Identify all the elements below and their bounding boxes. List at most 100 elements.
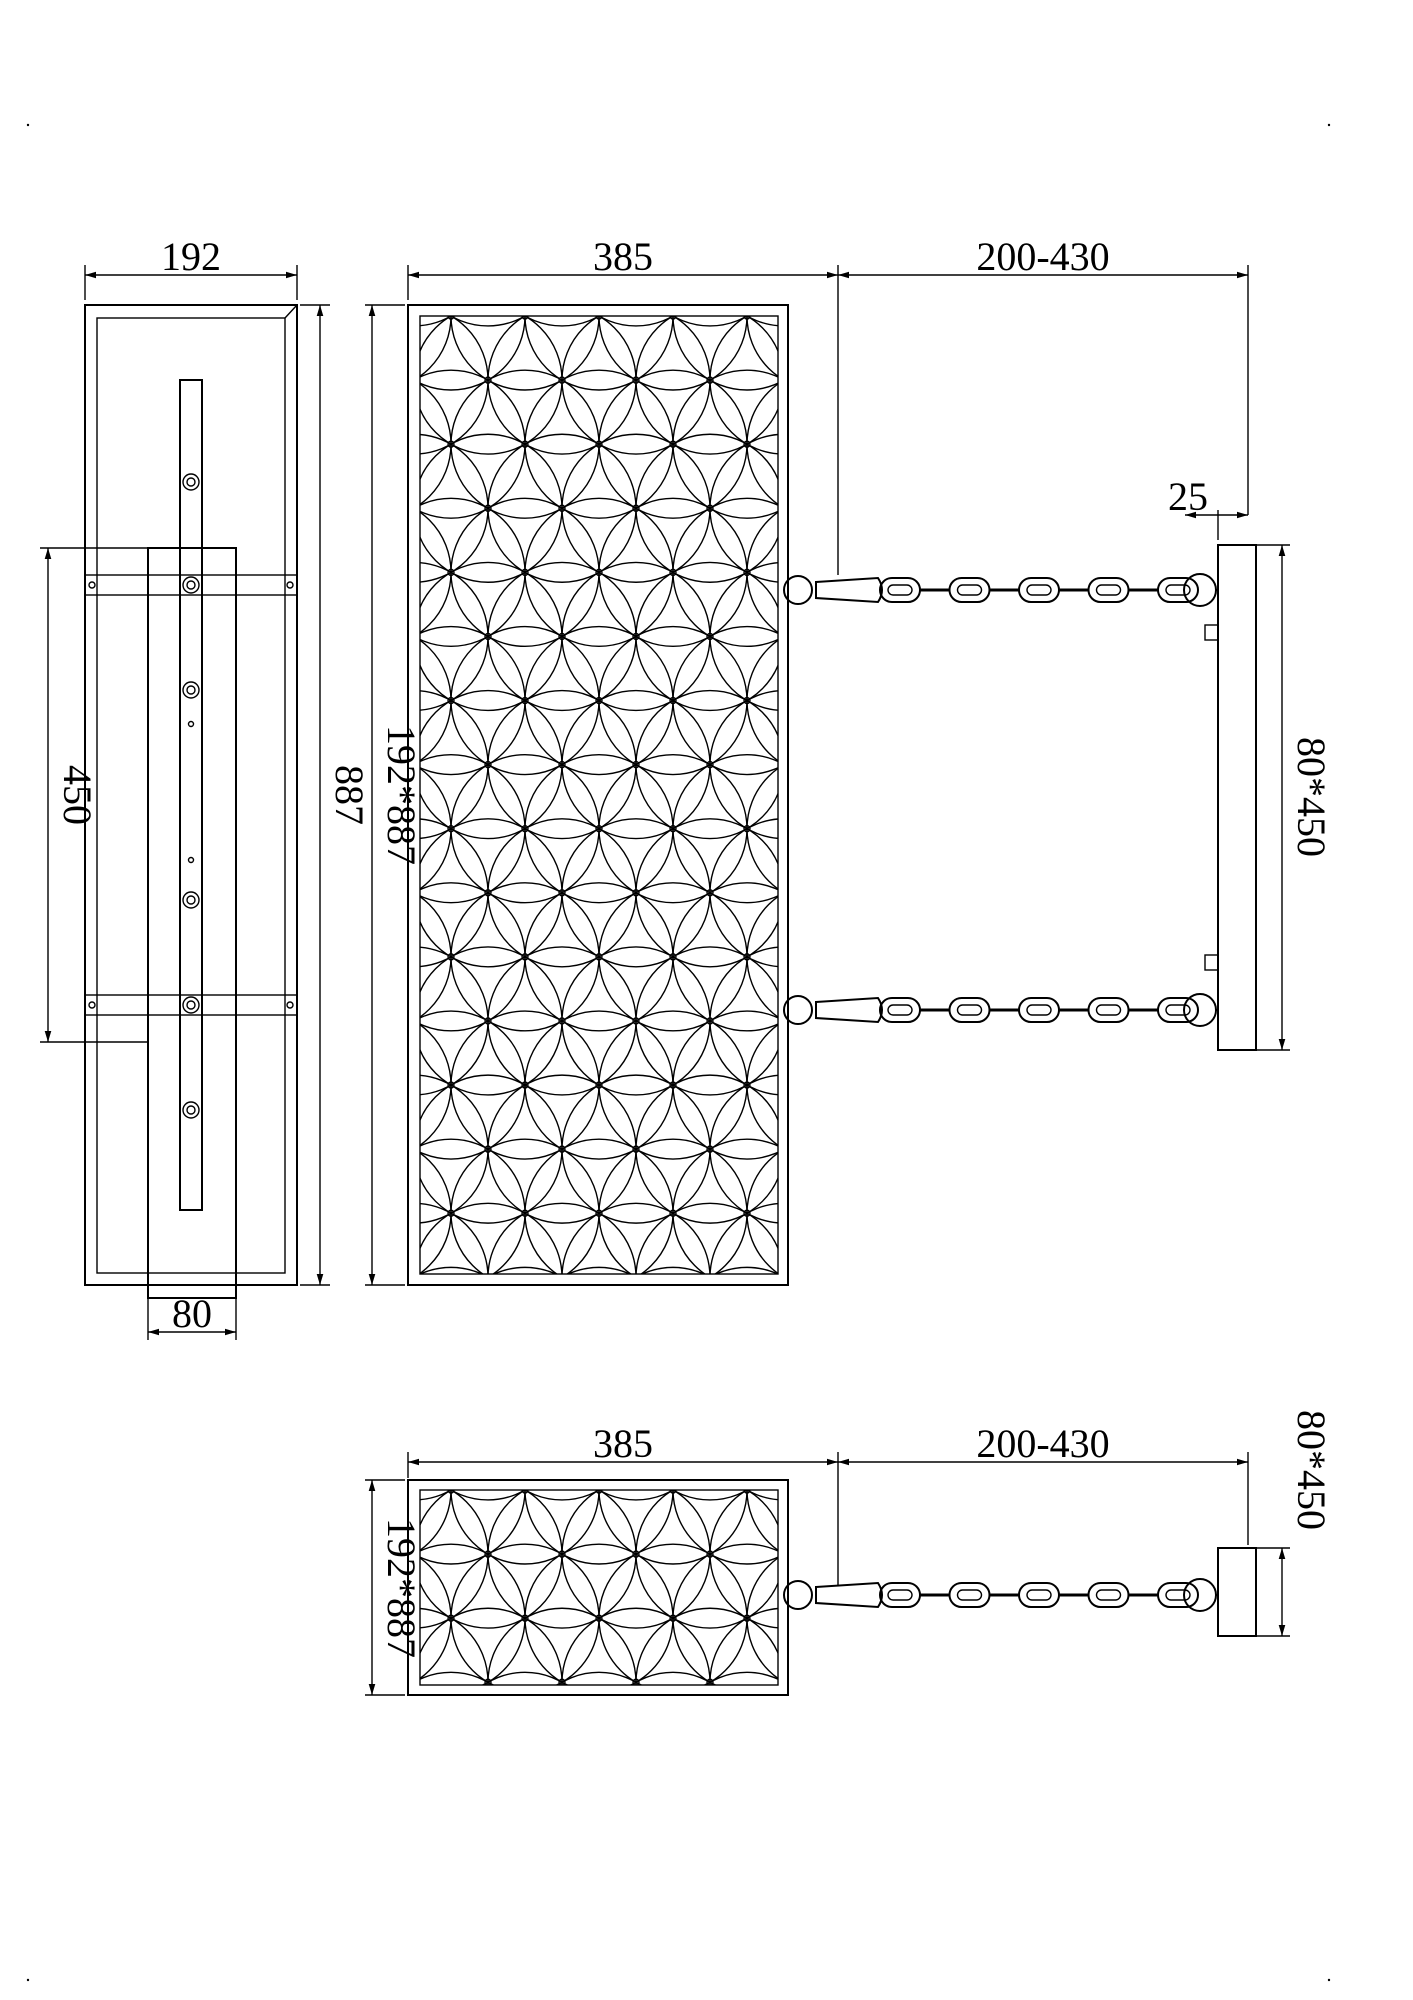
pattern-node	[707, 249, 713, 255]
pattern-node	[374, 313, 380, 319]
pattern-circle	[746, 767, 778, 890]
pattern-circle	[709, 1490, 778, 1629]
pattern-node	[781, 505, 787, 511]
pattern-node	[818, 185, 824, 191]
chain-hook	[815, 996, 883, 1024]
pattern-node	[818, 954, 824, 960]
pattern-node	[744, 1743, 750, 1749]
pattern-node	[818, 1743, 824, 1749]
pattern-node	[411, 1402, 417, 1408]
pattern-circle	[672, 1490, 778, 1565]
side-view-outer-frame	[84, 304, 298, 1286]
pattern-circle	[671, 1490, 749, 1501]
pattern-circle	[561, 1202, 711, 1274]
top-view: 385 200-430 192*887 80*450	[365, 1288, 1334, 1884]
pattern-circle	[709, 946, 778, 1096]
pattern-node	[781, 762, 787, 768]
pattern-circle	[420, 1074, 489, 1224]
pattern-circle	[709, 433, 778, 583]
chain-link	[879, 577, 921, 603]
side-view-upper-bracket	[84, 574, 298, 596]
pattern-circle	[673, 1288, 821, 1436]
side-view-inner-frame	[96, 317, 286, 1274]
pattern-node	[374, 1338, 380, 1344]
pattern-circle	[420, 383, 452, 506]
pattern-circle	[746, 1557, 778, 1680]
pattern-circle	[420, 316, 489, 455]
pattern-node	[818, 698, 824, 704]
pattern-circle	[420, 1152, 452, 1274]
pattern-node	[411, 1423, 417, 1429]
dim-mount-size: 80*450	[1289, 737, 1334, 857]
chain-link	[879, 1582, 921, 1608]
pattern-circle	[709, 1074, 778, 1224]
chains	[783, 573, 1218, 1027]
pattern-node	[781, 377, 787, 383]
pattern-node	[374, 569, 380, 575]
pattern-node	[707, 1402, 713, 1408]
pattern-node	[374, 1210, 380, 1216]
pattern-circle	[636, 1736, 784, 1884]
pattern-node	[411, 377, 417, 383]
pattern-node	[744, 185, 750, 191]
pattern-node	[374, 185, 380, 191]
corner-marks	[26, 123, 1331, 1982]
pattern-circle	[710, 1736, 858, 1884]
pattern-node	[670, 1338, 676, 1344]
pattern-node	[596, 1359, 602, 1365]
flower-of-life-pattern	[374, 1288, 895, 1884]
pattern-circle	[420, 561, 489, 711]
pattern-node	[374, 1359, 380, 1365]
pattern-circle	[524, 316, 674, 391]
dim-offset: 25	[1168, 474, 1208, 519]
pattern-circle	[450, 1490, 600, 1565]
front-view-outer-frame	[407, 304, 789, 1286]
top-view-wall-mount	[1217, 1547, 1257, 1637]
flower-of-life-pattern	[303, 114, 824, 1415]
pattern-circle	[377, 114, 525, 262]
pattern-node	[670, 1359, 676, 1365]
pattern-circle	[709, 1202, 778, 1274]
pattern-node	[559, 1402, 565, 1408]
pattern-node	[596, 185, 602, 191]
chains	[783, 1578, 1218, 1612]
pattern-circle	[420, 433, 489, 583]
front-view: 385 200-430 192*887 25 80*450	[303, 114, 1334, 1415]
side-view-mount-plate	[147, 547, 237, 1299]
pattern-node	[411, 249, 417, 255]
dim-side-height: 887	[327, 765, 372, 825]
pattern-circle	[451, 114, 599, 262]
pattern-node	[411, 505, 417, 511]
pattern-node	[708, 1273, 712, 1274]
pattern-node	[818, 826, 824, 832]
pattern-circle	[420, 1490, 526, 1565]
top-view-inner-frame	[419, 1489, 779, 1686]
pattern-circle	[414, 1736, 562, 1884]
pattern-circle	[420, 767, 452, 890]
chain-link	[1087, 1582, 1130, 1608]
chain-link	[948, 997, 991, 1023]
pattern-circle	[303, 1267, 451, 1415]
pattern-circle	[747, 1288, 895, 1436]
pattern-circle	[420, 1202, 563, 1274]
pattern-node	[781, 1679, 787, 1685]
pattern-circle	[714, 1266, 778, 1274]
pattern-circle	[597, 1490, 675, 1501]
pattern-node	[781, 890, 787, 896]
pattern-node	[522, 1359, 528, 1365]
chain-ring	[783, 575, 813, 605]
chain-ring	[783, 995, 813, 1025]
top-view-outer-frame	[407, 1479, 789, 1696]
chain-link	[1157, 1582, 1199, 1608]
pattern-circle	[524, 1490, 674, 1565]
pattern-circle	[746, 511, 778, 634]
pattern-node	[781, 1146, 787, 1152]
dim-top-width: 385	[593, 1421, 653, 1466]
pattern-node	[818, 1082, 824, 1088]
chain-ring	[1183, 573, 1217, 607]
chain-link	[948, 1582, 991, 1608]
pattern-node	[818, 1210, 824, 1216]
pattern-node	[560, 1273, 564, 1274]
pattern-circle	[599, 1288, 747, 1436]
